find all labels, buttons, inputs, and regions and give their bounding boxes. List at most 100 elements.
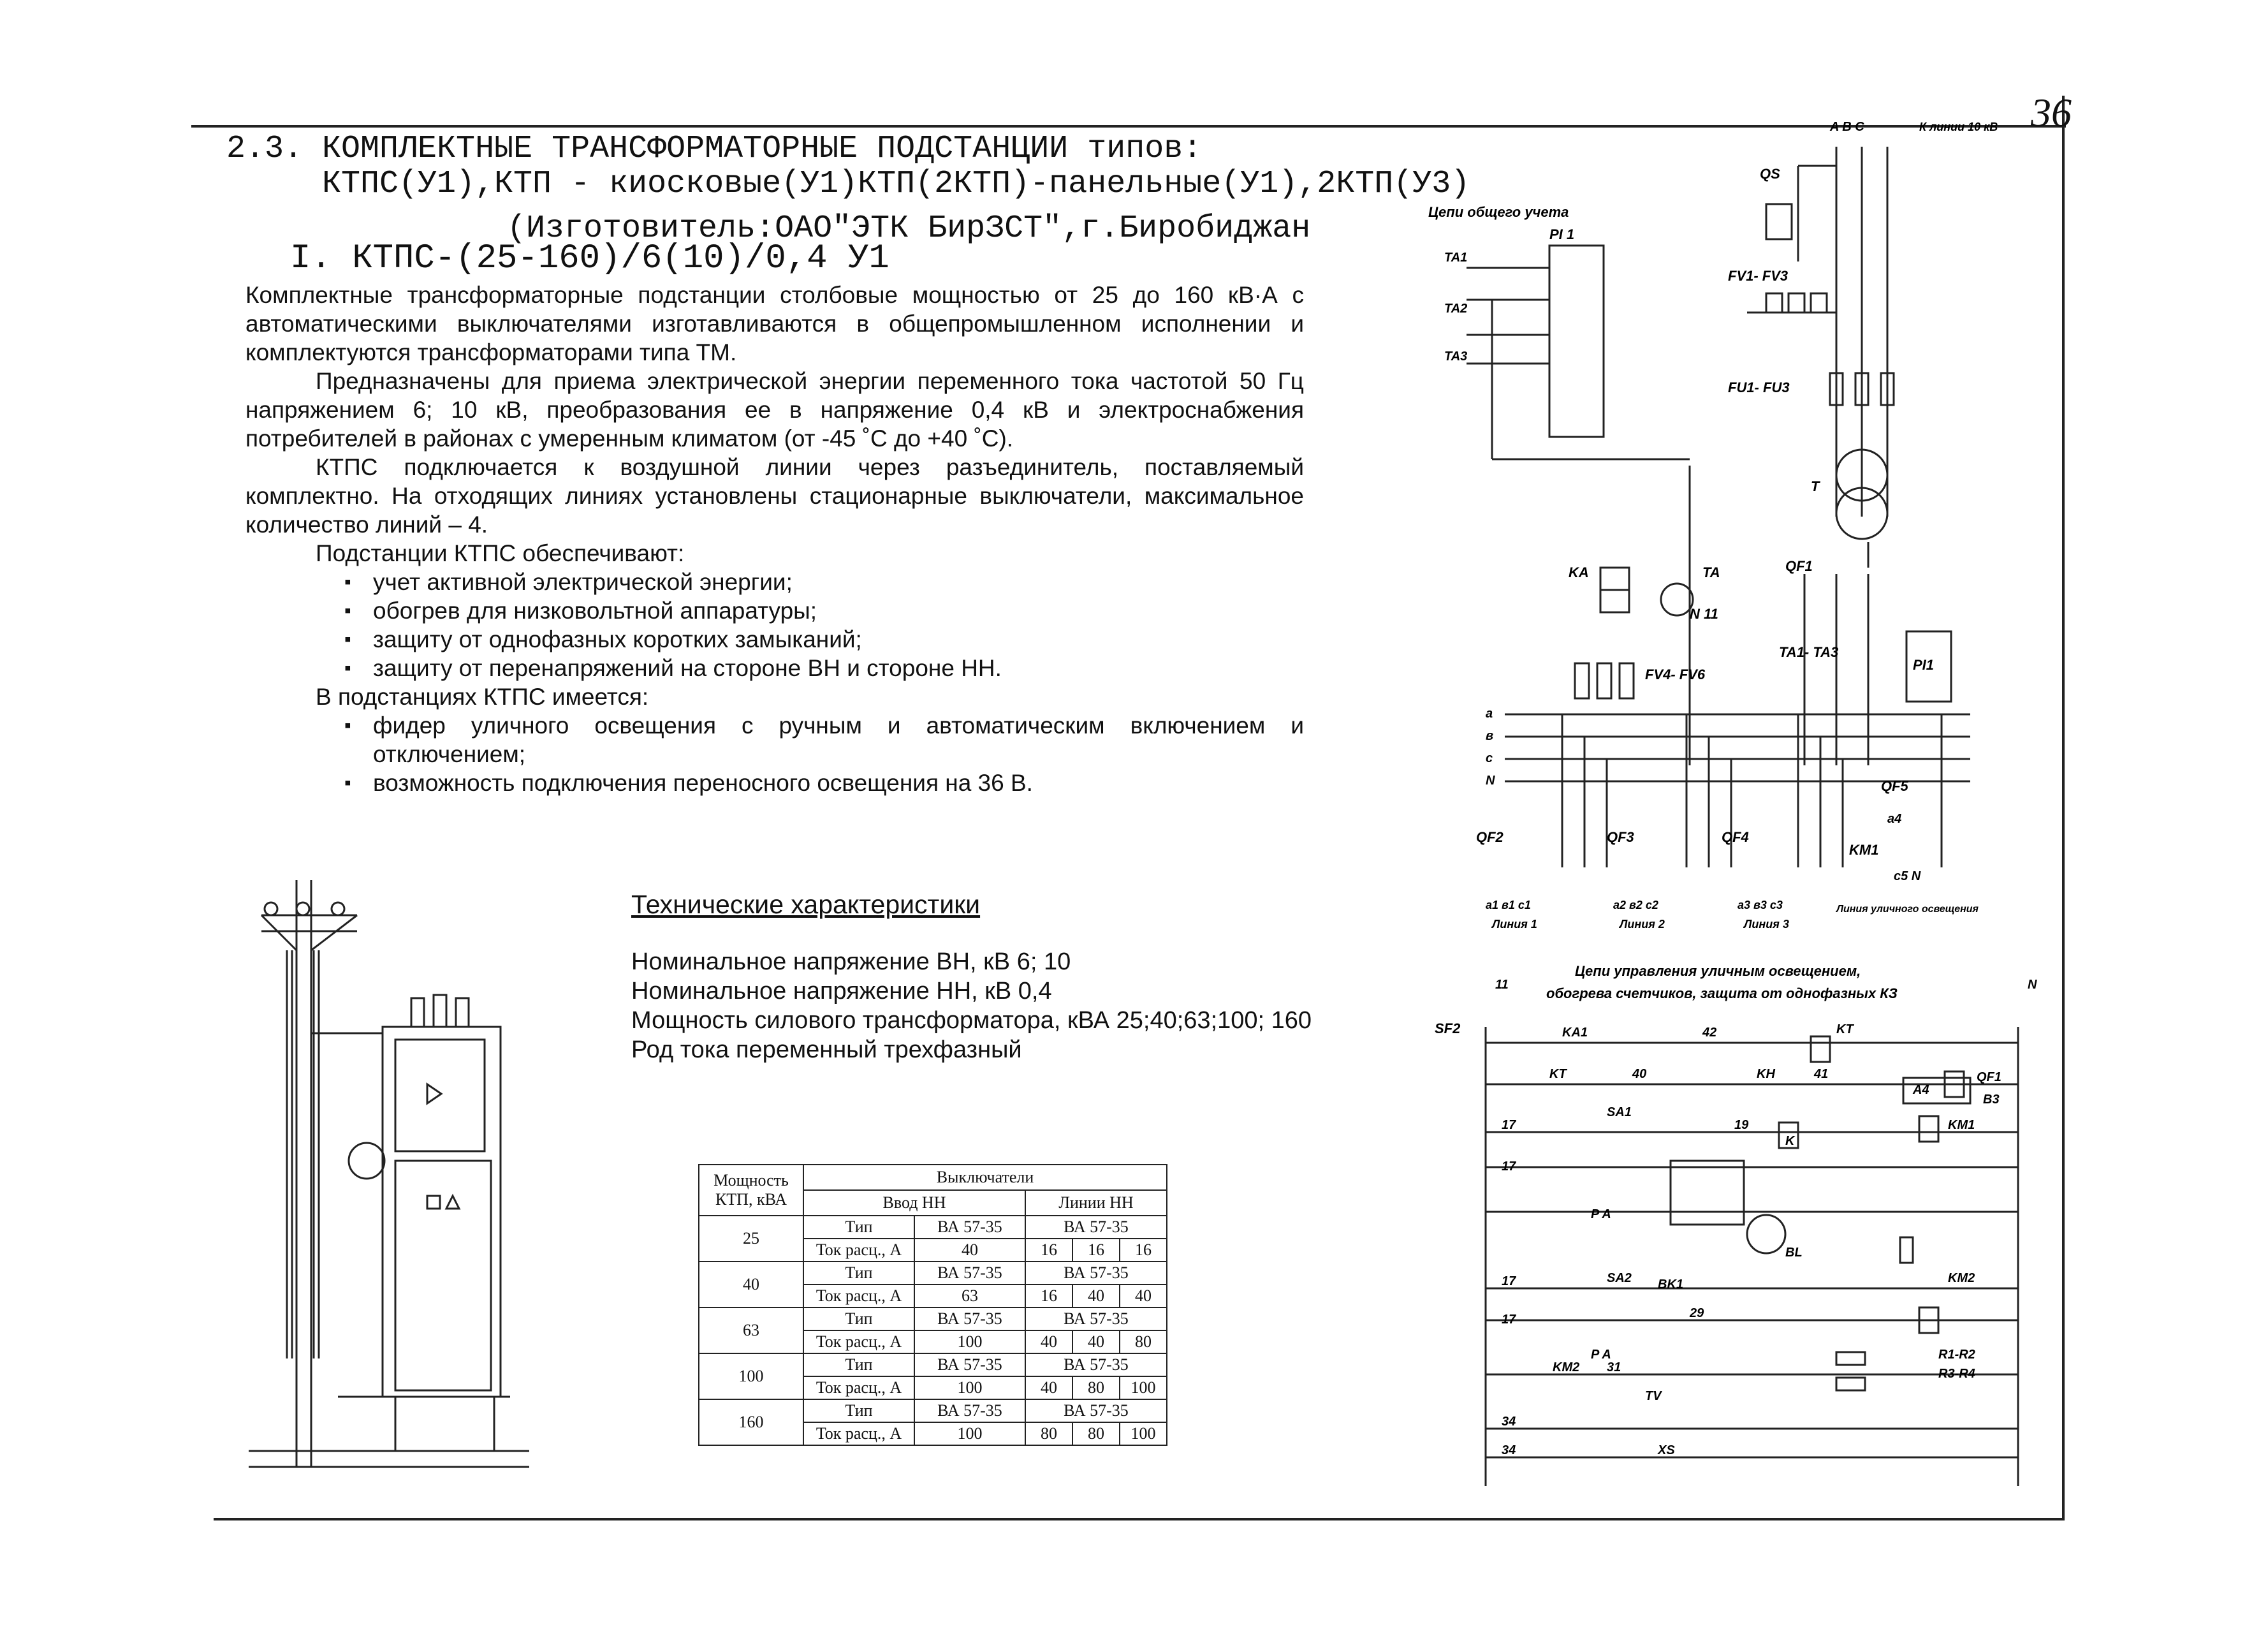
diagram-sa1: SA1 <box>1607 1105 1632 1119</box>
bus-b: в <box>1486 729 1493 743</box>
list-item: фидер уличного освещения с ручным и авто… <box>344 711 1304 769</box>
diagram-to-line: К линии 10 кВ <box>1919 121 1998 133</box>
diagram-ta13: TA1- TA3 <box>1779 644 1838 660</box>
diagram-42: 42 <box>1702 1026 1716 1040</box>
diagram-40: 40 <box>1632 1067 1646 1081</box>
diagram-pi1b: PI1 <box>1913 657 1934 673</box>
table-row: Ток расц., А 40 16 16 16 <box>699 1238 1167 1262</box>
diagram-c5n: c5 N <box>1894 869 1921 883</box>
diagram-17c: 17 <box>1502 1274 1516 1288</box>
paragraph-2: Предназначены для приема электрической э… <box>245 368 1304 452</box>
diagram-pa-1: P A <box>1591 1207 1611 1221</box>
diagram-r12: R1-R2 <box>1938 1348 1975 1362</box>
table-row: Ток расц., А 63 16 40 40 <box>699 1284 1167 1308</box>
features-list: учет активной электрической энергии; обо… <box>245 568 1304 682</box>
diagram-r34: R3-R4 <box>1938 1367 1975 1381</box>
list-item: возможность подключения переносного осве… <box>344 769 1304 797</box>
table-row: 63 Тип ВА 57-35 ВА 57-35 <box>698 1307 1167 1354</box>
diagram-qs: QS <box>1760 166 1780 182</box>
paragraph-4: Подстанции КТПС обеспечивают: <box>316 540 685 566</box>
diagram-xs: XS <box>1657 1443 1675 1457</box>
diagram-k: K <box>1785 1134 1796 1148</box>
diagram-pi1: PI 1 <box>1549 226 1574 242</box>
bus-c: c <box>1486 751 1493 765</box>
frame-right-border <box>2062 96 2065 1518</box>
diagram-17a: 17 <box>1502 1118 1516 1132</box>
bus-a: a <box>1486 707 1493 721</box>
page-number: 36 <box>2031 90 2072 135</box>
line3-phases: a3 в3 c3 <box>1738 899 1783 911</box>
diagram-a4: a4 <box>1887 812 1901 826</box>
diagram-ka: KA <box>1569 564 1589 580</box>
input-header: Ввод НН <box>803 1189 1026 1216</box>
line-street-label: Линия уличного освещения <box>1836 904 1979 915</box>
frame-top-border <box>191 125 2066 128</box>
list-item: учет активной электрической энергии; <box>344 568 1304 596</box>
lines-header: Линии НН <box>1025 1189 1167 1216</box>
diagram-41: 41 <box>1813 1067 1828 1081</box>
control-title-2: обогрева счетчиков, защита от однофазных… <box>1546 985 1898 1001</box>
substation-drawing <box>249 880 529 1468</box>
diagram-sf2: SF2 <box>1435 1020 1461 1036</box>
diagram-kt: KT <box>1836 1022 1854 1036</box>
breakers-header: Выключатели <box>803 1164 1167 1191</box>
table-row: Ток расц., А 100 40 80 100 <box>699 1376 1167 1400</box>
diagram-kt-contact: KT <box>1549 1067 1567 1081</box>
line2-label: Линия 2 <box>1618 918 1665 931</box>
circuit-diagram: A B C К линии 10 кВ Цепи общего учета PI… <box>1428 120 2037 1486</box>
diagram-fv46: FV4- FV6 <box>1645 666 1706 682</box>
diagram-km1: KM1 <box>1849 842 1878 858</box>
diagram-metering-title: Цепи общего учета <box>1428 204 1569 220</box>
substation-types: КТПС(У1),КТП - киосковые(У1)КТП(2КТП)-па… <box>322 166 1470 202</box>
diagram-phases: A B C <box>1829 120 1864 134</box>
diagram-ta: TA <box>1702 564 1720 580</box>
table-row: Ток расц., А 100 40 40 80 <box>699 1330 1167 1354</box>
diagram-17d: 17 <box>1502 1313 1516 1327</box>
spec-row: Мощность силового трансформатора, кВА 25… <box>631 1007 1312 1034</box>
diagram-qf1: QF1 <box>1785 558 1813 574</box>
equipment-list: фидер уличного освещения с ручным и авто… <box>245 711 1304 797</box>
table-row: 40 Тип ВА 57-35 ВА 57-35 <box>698 1261 1167 1308</box>
diagram-17b: 17 <box>1502 1160 1516 1174</box>
line1-phases: a1 в1 c1 <box>1486 899 1531 911</box>
diagram-34a: 34 <box>1502 1415 1516 1429</box>
line3-label: Линия 3 <box>1743 918 1789 931</box>
diagram-km2: KM2 <box>1553 1360 1579 1374</box>
diagram-tv: TV <box>1645 1389 1662 1403</box>
diagram-a4-relay: A4 <box>1912 1083 1929 1097</box>
diagram-qf2: QF2 <box>1476 829 1504 845</box>
diagram-km1-coil: KM1 <box>1948 1118 1975 1132</box>
table-row: 100 Тип ВА 57-35 ВА 57-35 <box>698 1353 1167 1400</box>
control-title-1: Цепи управления уличным освещением, <box>1575 963 1861 979</box>
diagram-kh: KH <box>1757 1067 1775 1081</box>
breakers-table: Мощность КТП, кВА Выключатели Ввод НН Ли… <box>698 1164 1167 1446</box>
spec-row: Номинальное напряжение НН, кВ 0,4 <box>631 978 1052 1005</box>
diagram-n11: N 11 <box>1690 606 1718 622</box>
paragraph-1: Комплектные трансформаторные подстанции … <box>245 282 1304 365</box>
diagram-bl: BL <box>1785 1246 1803 1260</box>
spec-row: Номинальное напряжение ВН, кВ 6; 10 <box>631 948 1071 975</box>
diagram-ta2: TA2 <box>1444 302 1467 316</box>
paragraph-3: КТПС подключается к воздушной линии чере… <box>245 454 1304 538</box>
diagram-b3: B3 <box>1983 1093 2000 1107</box>
diagram-fu13: FU1- FU3 <box>1728 379 1790 395</box>
bus-n: N <box>1486 774 1495 788</box>
diagram-ta3: TA3 <box>1444 350 1467 364</box>
diagram-ta1: TA1 <box>1444 251 1467 265</box>
table-row: Ток расц., А 100 80 80 100 <box>699 1422 1167 1446</box>
tech-specs: Номинальное напряжение ВН, кВ 6; 10 Номи… <box>631 947 1312 1064</box>
diagram-11: 11 <box>1495 978 1509 992</box>
frame-bottom-border <box>214 1518 2065 1520</box>
table-row: 160 Тип ВА 57-35 ВА 57-35 <box>698 1399 1167 1446</box>
diagram-34b: 34 <box>1502 1443 1516 1457</box>
diagram-29: 29 <box>1689 1306 1704 1320</box>
diagram-19: 19 <box>1734 1118 1749 1132</box>
diagram-sa2: SA2 <box>1607 1271 1632 1285</box>
list-item: защиту от однофазных коротких замыканий; <box>344 625 1304 654</box>
table-row: 25 Тип ВА 57-35 ВА 57-35 <box>698 1215 1167 1262</box>
diagram-fv13: FV1- FV3 <box>1728 268 1788 284</box>
section-heading: 2.3. КОМПЛЕКТНЫЕ ТРАНСФОРМАТОРНЫЕ ПОДСТА… <box>226 131 1203 167</box>
diagram-qf3: QF3 <box>1607 829 1634 845</box>
manufacturer: (Изготовитель:ОАО"ЭТК БирЗСТ",г.Биробидж… <box>507 210 1311 247</box>
list-item: защиту от перенапряжений на стороне ВН и… <box>344 654 1304 682</box>
